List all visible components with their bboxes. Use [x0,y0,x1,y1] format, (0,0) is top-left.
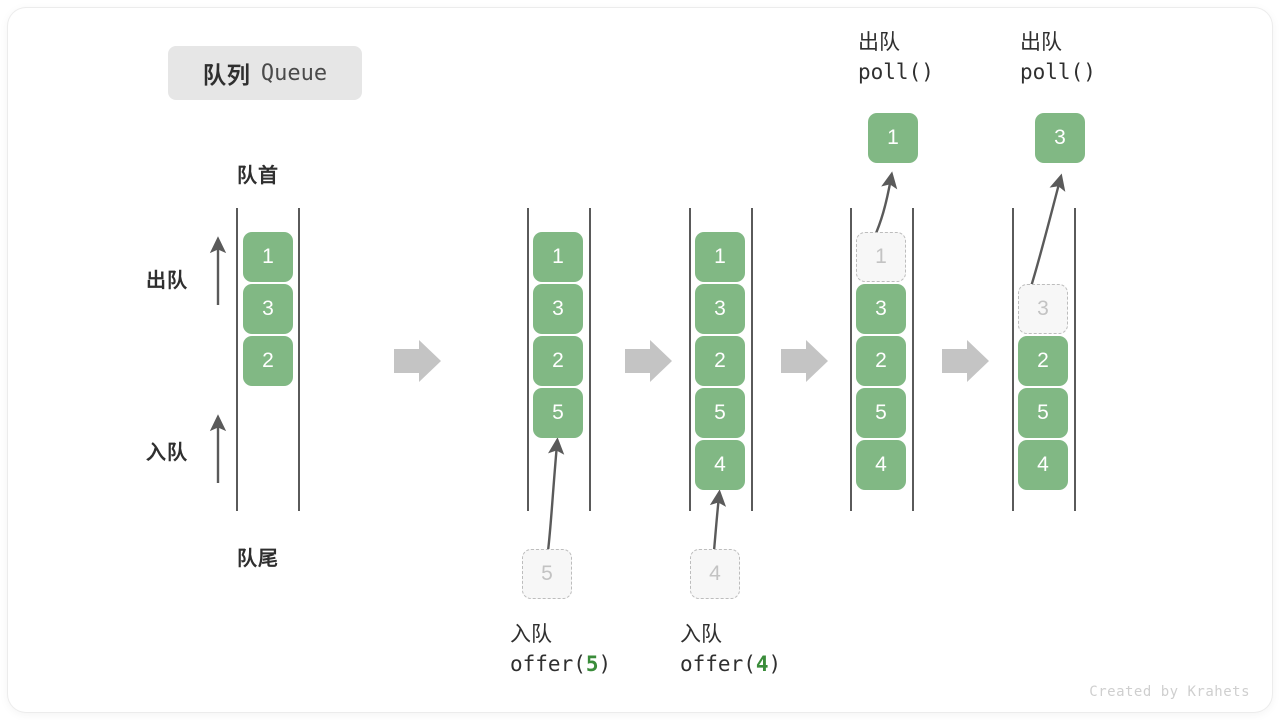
channel-rail-right [298,208,300,511]
queue-cell: 1 [695,232,745,282]
channel-rail-right [912,208,914,511]
operation-code: offer(5) [510,650,611,680]
queue-cell: 3 [533,284,583,334]
operation-cn: 入队 [680,623,722,646]
operation-cn: 出队 [858,31,900,54]
operation-label-poll-3: 出队 poll() [1020,28,1096,88]
queue-cell: 3 [243,284,293,334]
operation-code: poll() [858,59,934,84]
operation-label-poll-1: 出队 poll() [858,28,934,88]
queue-tail-label: 队尾 [237,548,279,570]
channel-rail-left [236,208,238,511]
title-en: Queue [260,60,328,86]
operation-fn-end: ) [768,651,782,676]
queue-cell: 4 [695,440,745,490]
operation-arg: 4 [755,651,769,676]
operation-code: poll() [1020,59,1096,84]
dequeue-side-label: 出队 [146,270,188,292]
queue-cell: 1 [243,232,293,282]
queue-cell: 5 [533,388,583,438]
card-frame [8,8,1272,712]
operation-fn: offer( [680,651,756,676]
channel-rail-left [850,208,852,511]
queue-cell: 3 [856,284,906,334]
title-badge: 队列 Queue [168,46,362,100]
channel-rail-right [589,208,591,511]
operation-fn: offer( [510,651,586,676]
incoming-ghost-cell: 5 [522,549,572,599]
operation-fn-end: ) [598,651,612,676]
queue-cell: 4 [856,440,906,490]
operation-arg: 5 [585,651,599,676]
channel-rail-left [689,208,691,511]
queue-head-label: 队首 [237,165,279,187]
queue-cell: 5 [1018,388,1068,438]
operation-cn: 出队 [1020,31,1062,54]
credit-text: Created by Krahets [1089,684,1250,700]
operation-label-offer-4: 入队 offer(4) [680,620,781,680]
operation-code: offer(4) [680,650,781,680]
channel-rail-right [1074,208,1076,511]
channel-rail-right [751,208,753,511]
operation-cn: 入队 [510,623,552,646]
title-cn: 队列 [202,62,251,88]
channel-rail-left [1012,208,1014,511]
queue-cell: 2 [1018,336,1068,386]
operation-label-offer-5: 入队 offer(5) [510,620,611,680]
queue-cell: 2 [533,336,583,386]
queue-cell: 2 [856,336,906,386]
outgoing-ghost-cell: 1 [856,232,906,282]
incoming-ghost-cell: 4 [690,549,740,599]
queue-cell: 2 [243,336,293,386]
queue-cell: 5 [695,388,745,438]
polled-value-cell: 1 [868,113,918,163]
polled-value-cell: 3 [1035,113,1085,163]
enqueue-side-label: 入队 [146,442,188,464]
queue-cell: 3 [695,284,745,334]
queue-cell: 2 [695,336,745,386]
outgoing-ghost-cell: 3 [1018,284,1068,334]
channel-rail-left [527,208,529,511]
queue-cell: 1 [533,232,583,282]
queue-cell: 5 [856,388,906,438]
queue-cell: 4 [1018,440,1068,490]
